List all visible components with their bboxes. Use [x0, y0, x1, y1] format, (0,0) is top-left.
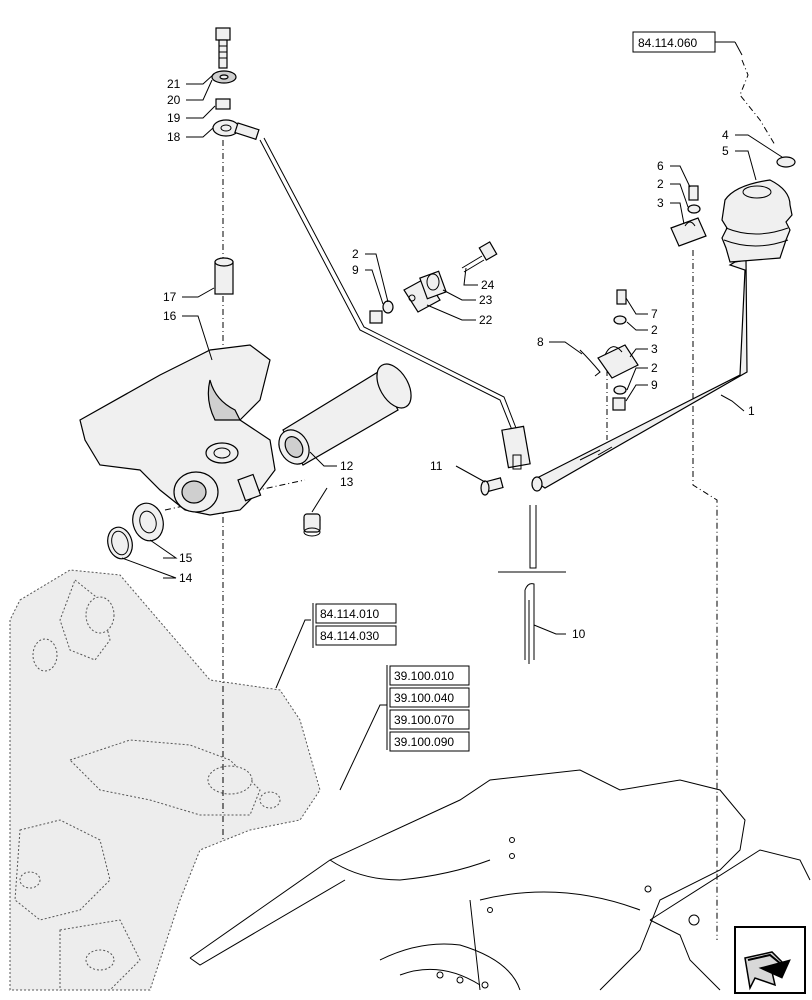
cotter-pin-10	[524, 583, 535, 664]
callout-24: 24	[481, 278, 495, 292]
callout-10: 10	[572, 627, 586, 641]
leader-lines	[121, 73, 783, 791]
callout-2-right-b: 2	[651, 361, 658, 375]
callout-4: 4	[722, 128, 729, 142]
callout-5: 5	[722, 144, 729, 158]
callout-3-top: 3	[657, 196, 664, 210]
clamp-3-b	[597, 344, 639, 379]
callout-18: 18	[167, 130, 181, 144]
reference-label: 39.100.070	[394, 713, 454, 727]
chassis-frame	[9, 569, 321, 991]
callout-9-right: 9	[651, 378, 658, 392]
washer-2-b	[613, 315, 627, 325]
callout-21: 21	[167, 77, 181, 91]
washer-15	[132, 502, 164, 542]
clip-8	[579, 349, 601, 377]
callout-7: 7	[651, 307, 658, 321]
callout-8: 8	[537, 335, 544, 349]
reference-group-b: 39.100.010 39.100.040 39.100.070 39.100.…	[386, 665, 470, 752]
callout-2-top: 2	[657, 177, 664, 191]
callout-3-right: 3	[651, 342, 658, 356]
reference-label: 39.100.090	[394, 735, 454, 749]
clamp-3-a	[670, 217, 707, 247]
callout-1: 1	[748, 404, 755, 418]
center-lines	[164, 59, 776, 940]
callout-20: 20	[167, 93, 181, 107]
callout-2-right-a: 2	[651, 323, 658, 337]
callout-13: 13	[340, 475, 354, 489]
reference-item[interactable]: 84.114.030	[315, 625, 397, 646]
reference-item[interactable]: 84.114.010	[315, 603, 397, 624]
callout-19: 19	[167, 111, 181, 125]
grease-fitting-13	[303, 513, 321, 537]
reference-item[interactable]: 39.100.070	[389, 709, 470, 730]
slew-frame	[189, 769, 811, 991]
washer-2-a	[382, 300, 394, 314]
bolt-6	[688, 185, 699, 201]
lever-1	[531, 259, 748, 492]
control-cable	[259, 139, 513, 431]
callout-9-left: 9	[352, 263, 359, 277]
ring-4	[776, 156, 796, 168]
callout-14: 14	[179, 571, 193, 585]
bolt-21	[215, 27, 231, 69]
reference-label: 39.100.010	[394, 669, 454, 683]
callout-15: 15	[179, 551, 193, 565]
reference-label: 39.100.040	[394, 691, 454, 705]
callout-12: 12	[340, 459, 354, 473]
spacer-23	[419, 270, 447, 300]
reference-item[interactable]: 39.100.040	[389, 687, 470, 708]
callout-16: 16	[163, 309, 177, 323]
washer-2-c	[613, 385, 627, 395]
reference-label: 84.114.010	[320, 607, 379, 621]
reference-top-right[interactable]: 84.114.060	[632, 31, 743, 56]
reference-item[interactable]: 39.100.010	[389, 665, 470, 686]
pin-17	[214, 257, 234, 295]
snap-ring-14	[107, 526, 133, 560]
nut-19	[215, 98, 231, 110]
bolt-7	[616, 289, 627, 305]
callouts: 21 20 19 18 17 16 15 14 13 12 11 10 2 9 …	[163, 77, 755, 641]
next-page-button[interactable]	[734, 926, 806, 994]
bolt-24	[461, 241, 498, 273]
callout-6: 6	[657, 159, 664, 173]
reference-label: 84.114.030	[320, 629, 379, 643]
washer-2-d	[687, 204, 701, 214]
callout-17: 17	[163, 290, 177, 304]
pin-12	[278, 363, 412, 466]
boot-5	[721, 179, 793, 263]
cable-eye-18	[212, 119, 260, 141]
reference-label: 84.114.060	[638, 36, 697, 50]
callout-22: 22	[479, 313, 493, 327]
reference-group-a: 84.114.010 84.114.030	[312, 603, 397, 648]
next-arrow-icon	[744, 951, 791, 991]
pin-11	[480, 477, 504, 496]
cable-end-fitting	[501, 425, 531, 470]
callout-2-left: 2	[352, 247, 359, 261]
callout-11: 11	[430, 459, 443, 473]
nut-9-b	[612, 397, 626, 411]
bracket-16	[79, 344, 276, 516]
nut-9-a	[369, 310, 383, 324]
reference-item[interactable]: 39.100.090	[389, 731, 470, 752]
detail-indicator	[498, 505, 566, 573]
callout-23: 23	[479, 293, 493, 307]
